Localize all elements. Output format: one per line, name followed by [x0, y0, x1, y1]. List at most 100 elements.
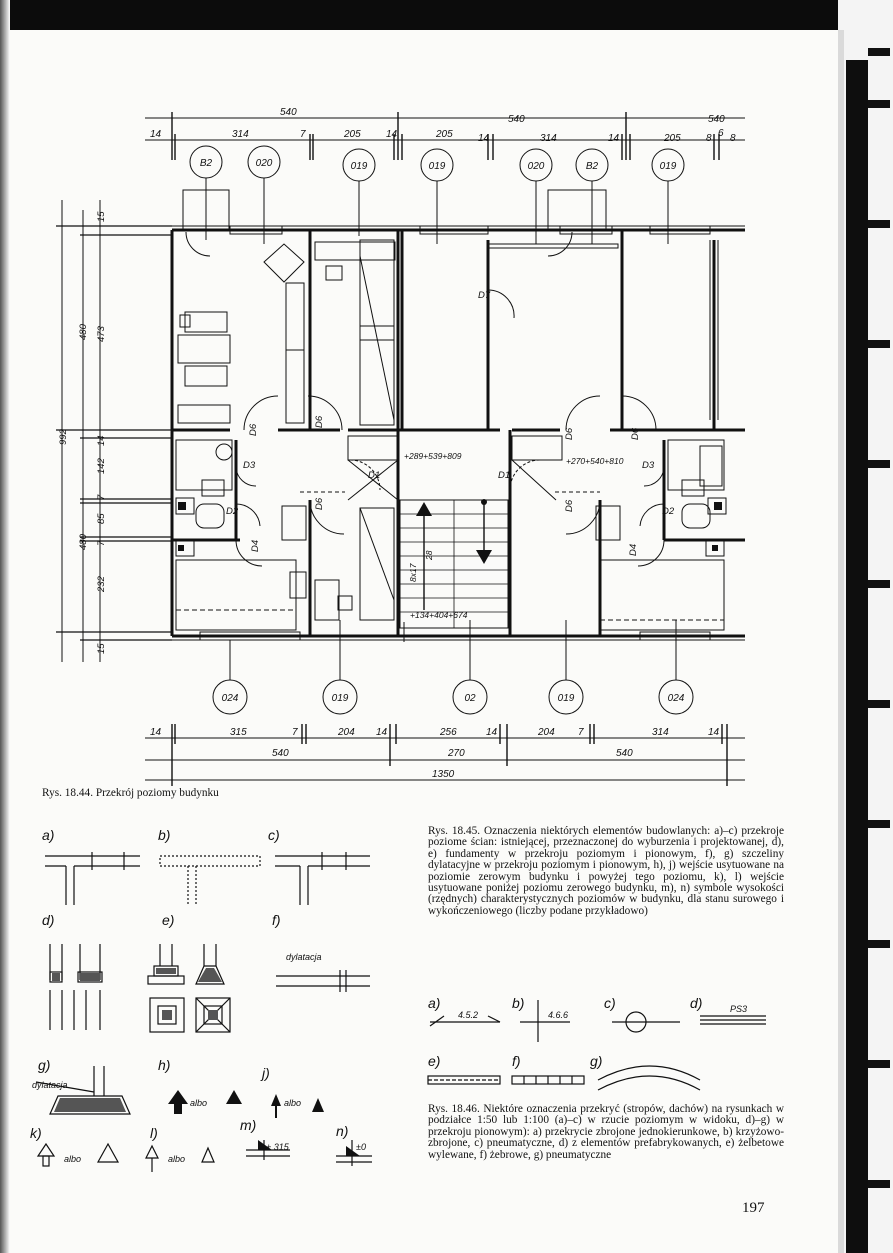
slab-code-d: PS3: [730, 1004, 747, 1014]
sym-e-letter: e): [162, 912, 174, 928]
label-D6-1: D6: [248, 423, 259, 436]
dim-top-540-c: 540: [708, 114, 725, 125]
dim-left-14: 14: [96, 435, 107, 446]
level-label-left: +289+539+809: [404, 451, 462, 461]
dim-top-14c: 14: [478, 133, 490, 144]
slab-b-letter: b): [512, 995, 524, 1011]
slab-e-letter: e): [428, 1053, 440, 1069]
label-D4-right: D4: [628, 544, 639, 556]
label-albo-j: albo: [284, 1098, 301, 1108]
dim-top-8: 8: [706, 133, 712, 144]
dim-top-205c: 205: [663, 133, 681, 144]
dim-bottom-314: 314: [652, 727, 669, 738]
dim-bottom-315: 315: [230, 727, 247, 738]
dim-top-540-a: 540: [280, 107, 297, 118]
slab-f-letter: f): [512, 1053, 521, 1069]
bubble-B2-left: B2: [200, 158, 213, 169]
dim-top-14d: 14: [608, 133, 620, 144]
page-edge: [838, 30, 844, 1253]
slab-c-letter: c): [604, 995, 616, 1011]
label-D6-2: D6: [314, 415, 325, 428]
sym-b-letter: b): [158, 827, 170, 843]
dim-left-473: 473: [96, 325, 107, 342]
dim-top-314: 314: [232, 129, 249, 140]
slab-code-a: 4.5.2: [458, 1010, 478, 1020]
label-D7: D7: [478, 290, 491, 301]
dim-top-14: 14: [150, 129, 162, 140]
label-D6-4: D6: [564, 427, 575, 440]
sym-g-letter: g): [38, 1057, 50, 1073]
dim-bottom-7: 7: [292, 727, 298, 738]
label-D6-6: D6: [564, 499, 575, 512]
sym-j-letter: j): [260, 1065, 270, 1081]
dim-bottom-14b: 14: [376, 727, 388, 738]
dim-left-15-bottom: 15: [96, 643, 107, 654]
dim-top-7: 7: [300, 129, 306, 140]
dim-top-6: 6: [718, 128, 724, 139]
scan-dark-border-top: [0, 0, 893, 30]
label-D4-left: D4: [250, 540, 261, 552]
dim-left-142: 142: [96, 457, 107, 474]
bubble-B2-right: B2: [586, 161, 599, 172]
dim-bottom-540a: 540: [272, 748, 289, 759]
sym-h-letter: h): [158, 1057, 170, 1073]
dim-bottom-256: 256: [439, 727, 457, 738]
label-D6-5: D6: [630, 427, 641, 440]
dim-left-7a: 7: [96, 494, 107, 500]
sym-m-letter: m): [240, 1117, 256, 1133]
label-dylatacja-f: dylatacja: [286, 952, 322, 962]
bubble-019-a: 019: [351, 161, 368, 172]
bubble-024-left: 024: [222, 693, 239, 704]
sym-k-letter: k): [30, 1125, 42, 1141]
sym-c-letter: c): [268, 827, 280, 843]
label-D3-left: D3: [243, 460, 256, 471]
dim-left-7b: 7: [96, 540, 107, 546]
label-D1-right: D1: [498, 470, 510, 481]
bubble-019-d: 019: [332, 693, 349, 704]
dim-left-15-top: 15: [96, 211, 107, 222]
bubble-019-e: 019: [558, 693, 575, 704]
stair-label-28: 28: [424, 550, 434, 561]
label-D1-left: D1: [368, 470, 380, 481]
dim-left-480-top: 480: [78, 323, 89, 340]
stair-label-8x17: 8x17: [408, 563, 418, 582]
bubble-020-left: 020: [256, 158, 273, 169]
sym-d-letter: d): [42, 912, 54, 928]
dim-left-992: 992: [58, 428, 69, 445]
slab-code-b: 4.6.6: [548, 1010, 568, 1020]
book-spine: [846, 60, 868, 1253]
dim-top-205: 205: [343, 129, 361, 140]
dim-bottom-540b: 540: [616, 748, 633, 759]
dim-bottom-204: 204: [337, 727, 355, 738]
label-albo-l: albo: [168, 1154, 185, 1164]
label-D2-left: D2: [226, 506, 239, 517]
caption-fig-18-45: Rys. 18.45. Oznaczenia niektórych elemen…: [428, 825, 784, 917]
dim-bottom-7b: 7: [578, 727, 584, 738]
slab-g-letter: g): [590, 1053, 602, 1069]
dim-left-232: 232: [96, 575, 107, 593]
dim-bottom-270: 270: [447, 748, 465, 759]
dim-bottom-1350: 1350: [432, 769, 455, 780]
label-dylatacja-g: dylatacja: [32, 1080, 68, 1090]
label-albo-h: albo: [190, 1098, 207, 1108]
dim-top-14b: 14: [386, 129, 398, 140]
scan-shadow-left: [0, 0, 10, 1253]
label-D2-right: D2: [662, 506, 675, 517]
spine-edge-marks: [868, 40, 893, 1253]
bubble-019-c: 019: [660, 161, 677, 172]
bubble-02: 02: [464, 693, 476, 704]
caption-fig-18-46: Rys. 18.46. Niektóre oznaczenia przekryć…: [428, 1103, 784, 1161]
bubble-020-right: 020: [528, 161, 545, 172]
level-label-stair: +134+404+674: [410, 610, 468, 620]
dim-left-480-bottom: 480: [78, 533, 89, 550]
label-albo-k: albo: [64, 1154, 81, 1164]
dim-bottom-14c: 14: [486, 727, 498, 738]
sym-a-letter: a): [42, 827, 54, 843]
page-number: 197: [742, 1200, 765, 1216]
level-label-right: +270+540+810: [566, 456, 624, 466]
slab-d-letter: d): [690, 995, 702, 1011]
dim-bottom-204b: 204: [537, 727, 555, 738]
